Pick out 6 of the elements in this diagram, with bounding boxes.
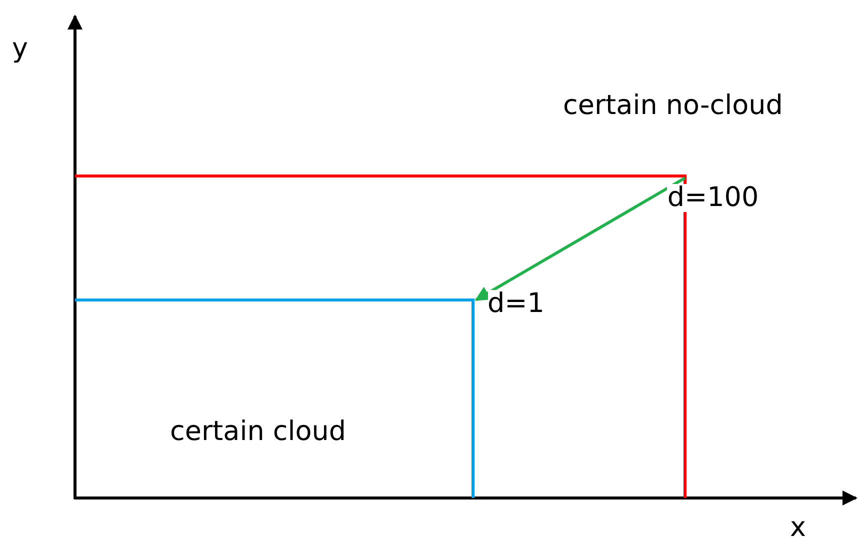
region-label: certain cloud [170,417,346,447]
axis-label: y [12,34,28,64]
axis-label: x [790,513,806,540]
value-label: d=100 [667,184,759,212]
arrow [474,176,686,302]
region-label: certain no-cloud [563,91,783,121]
